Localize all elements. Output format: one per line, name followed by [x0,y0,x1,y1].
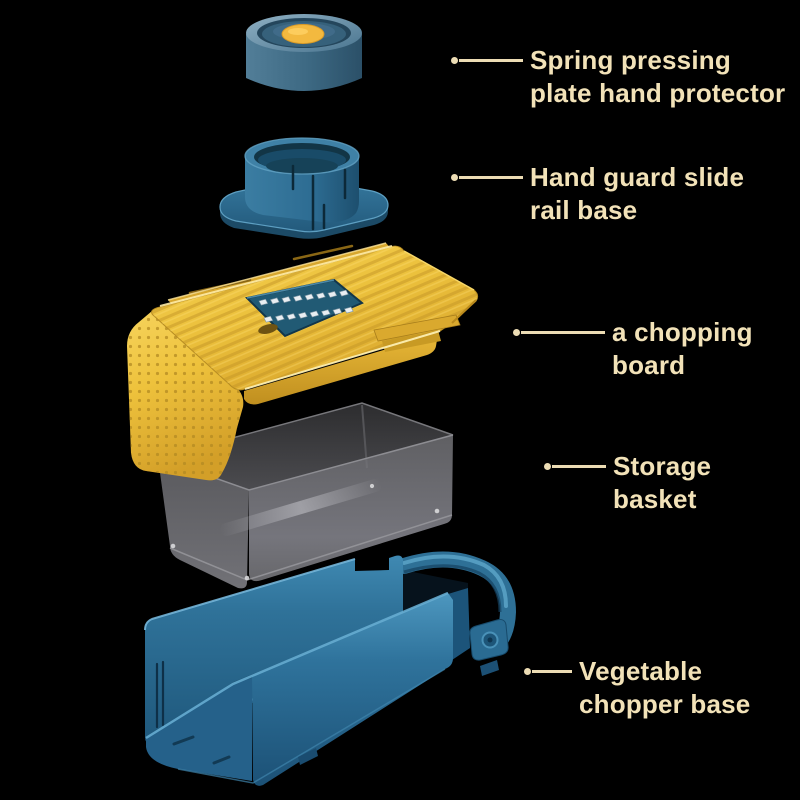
guard-cup-wall [245,156,359,223]
leader [451,161,523,194]
base-handle-shadow [403,564,502,613]
basket-feet-dots [170,483,440,581]
leader-dot [451,174,458,181]
leader-dot [544,463,551,470]
board-edge-highlights [159,242,477,390]
leader-line [459,59,523,62]
chopper-base-illustration [144,551,517,786]
base-front-wall [252,593,453,786]
basket-inner-corner [361,404,368,469]
base-slot [155,660,165,729]
leader [524,655,572,688]
label-text: Spring pressing plate hand protector [530,45,786,108]
basket-left-wall [158,458,249,589]
leader-line [459,176,523,179]
leader-dot [513,329,520,336]
base-handle-pivot [469,619,509,661]
label-text: Storage basket [613,451,712,514]
chopping-board-illustration [127,242,479,481]
leader-dot [524,668,531,675]
blade-insert [244,278,364,338]
leader-dot [451,57,458,64]
guard-slits [291,164,347,231]
label-chopper-base: Vegetable chopper base [524,655,750,721]
leader-line [521,331,605,334]
base-front-top-highlight [145,591,449,740]
base-front-dashes [172,735,231,765]
board-skirt-dots [127,311,244,481]
pressing-knob-illustration [246,14,362,91]
base-right-end [448,588,470,660]
base-feet [298,660,499,765]
leader-line [532,670,572,673]
base-handle-highlight [402,554,508,608]
label-text: Hand guard slide rail base [530,162,745,225]
base-back-top-highlight [144,558,356,631]
label-spring-pressing-plate: Spring pressing plate hand protector [451,44,785,110]
blade-insert-edge-highlight [246,279,335,299]
basket-front-wall [249,435,453,582]
label-storage-basket: Storage basket [544,450,800,516]
guard-cup-rim-outline [244,137,360,175]
basket-interior [158,403,453,490]
guard-rail-base-illustration [219,137,389,239]
label-text: a chopping board [612,317,753,380]
label-hand-guard-rail-base: Hand guard slide rail base [451,161,744,227]
flange-side [220,205,388,239]
basket-inner-reflection [220,479,382,537]
storage-basket-illustration [157,402,454,589]
leader-line [552,465,606,468]
leader [513,316,605,349]
base-bottom-edge [177,668,446,784]
blade-teeth-row-upper [258,289,349,306]
guard-cup-inner-floor [266,158,338,174]
knob-yellow-highlight [288,28,308,35]
label-text: Vegetable chopper base [579,656,751,719]
leader [544,450,606,483]
board-apron [244,334,438,405]
label-chopping-board: a chopping board [513,316,753,382]
blade-teeth-row-lower [263,306,354,323]
board-finger-notch [258,324,278,334]
base-left-end [146,678,252,781]
leader [451,44,523,77]
